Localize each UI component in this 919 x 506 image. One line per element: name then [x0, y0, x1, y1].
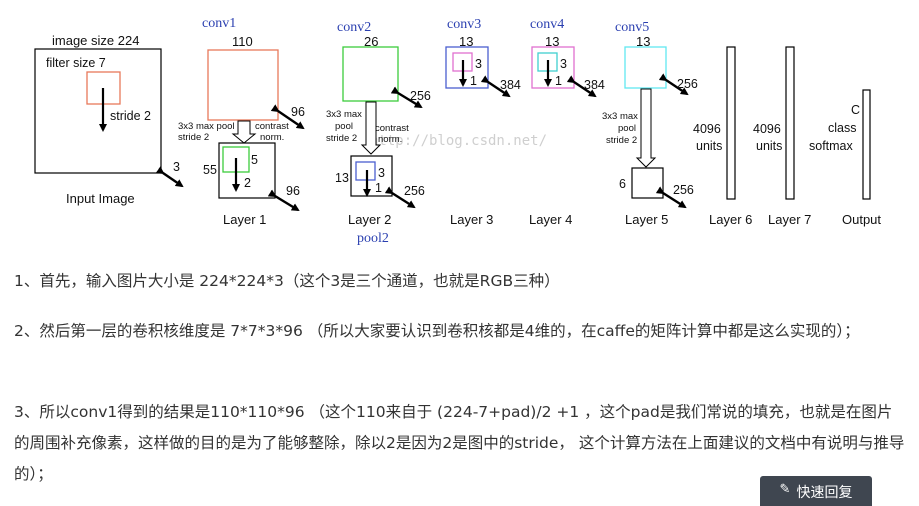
layer-6-caption: Layer 6 — [709, 212, 752, 227]
quick-reply-label: 快速回复 — [796, 485, 853, 501]
pool1-depth-label: 96 — [286, 184, 300, 198]
pool2-filter-box — [355, 161, 376, 181]
layer-7-caption: Layer 7 — [768, 212, 811, 227]
conv1-size-label: 110 — [232, 34, 253, 49]
output-units-label: C class softmax — [809, 103, 864, 153]
pool5-size-label: 6 — [619, 177, 626, 191]
conv2-box — [342, 46, 399, 102]
conv4-name: conv4 — [530, 17, 564, 32]
conv2-name: conv2 — [337, 20, 371, 35]
pool2-stride-label: 1 — [375, 181, 382, 195]
input-layer: image size 224 filter size 7 stride 2 3 … — [34, 33, 184, 206]
pool1-stride-label: 2 — [244, 176, 251, 190]
layer-5: conv5 13 256 3x3 max pool stride 2 6 256… — [602, 20, 698, 227]
conv4-stride-label: 1 — [555, 74, 562, 88]
layer-4: conv4 13 3 1 384 Layer 4 — [529, 17, 605, 227]
layer-7: 4096 units Layer 7 — [753, 46, 811, 227]
conv3-size-label: 13 — [459, 34, 473, 49]
conv1-pool-note: 3x3 max pool stride 2 — [178, 121, 237, 143]
conv2-depth-label: 256 — [410, 89, 431, 103]
conv1-depth-label: 96 — [291, 105, 305, 119]
conv5-size-label: 13 — [636, 34, 650, 49]
fc7-units-label: 4096 units — [753, 122, 784, 153]
explanation-paragraph-3: 3、所以conv1得到的结果是110*110*96 （这个110来自于 (224… — [14, 403, 905, 483]
conv4-filter-label: 3 — [560, 57, 567, 71]
layer-3: conv3 13 3 1 384 Layer 3 — [445, 17, 521, 227]
layer-4-caption: Layer 4 — [529, 212, 572, 227]
layer-2-caption: Layer 2 — [348, 212, 391, 227]
conv3-depth-label: 384 — [500, 78, 521, 92]
conv5-box — [624, 46, 667, 89]
conv5-depth-label: 256 — [677, 77, 698, 91]
pool2-filter-label: 3 — [378, 166, 385, 180]
quick-reply-button[interactable]: ✎ 快速回复 — [760, 476, 872, 506]
output-layer: C class softmax Output — [809, 89, 881, 227]
layer-2: conv2 26 256 3x3 max pool stride 2 contr… — [326, 20, 431, 246]
conv1-box — [207, 49, 279, 121]
pool1-size-label: 55 — [203, 163, 217, 177]
pool5-depth-label: 256 — [673, 183, 694, 197]
pencil-icon: ✎ — [779, 482, 791, 497]
explanation-paragraph-2: 2、然后第一层的卷积核维度是 7*7*3*96 （所以大家要认识到卷积核都是4维… — [14, 322, 860, 340]
conv4-depth-label: 384 — [584, 78, 605, 92]
pool2-depth-label: 256 — [404, 184, 425, 198]
watermark: http://blog.csdn.net/ — [370, 133, 547, 149]
input-size-label: image size 224 — [52, 33, 139, 48]
conv4-box — [531, 46, 575, 89]
conv2-size-label: 26 — [364, 34, 378, 49]
alexnet-architecture-diagram: http://blog.csdn.net/ image size 224 fil… — [34, 16, 881, 246]
conv1-name: conv1 — [202, 16, 236, 31]
conv3-name: conv3 — [447, 17, 481, 32]
conv5-pool-note: 3x3 max pool stride 2 — [602, 111, 641, 146]
conv2-norm-note: contrast norm. — [375, 123, 411, 145]
pool1-filter-label: 5 — [251, 153, 258, 167]
explanation-paragraph-1: 1、首先，输入图片大小是 224*224*3（这个3是三个通道，也就是RGB三种… — [14, 272, 560, 290]
conv5-name: conv5 — [615, 20, 649, 35]
pool2-size-label: 13 — [335, 171, 349, 185]
fc6-units-label: 4096 units — [693, 122, 724, 153]
output-caption: Output — [842, 212, 881, 227]
input-filter-label: filter size 7 — [46, 56, 106, 70]
input-caption: Input Image — [66, 191, 135, 206]
input-depth-label: 3 — [173, 160, 180, 174]
pool2-name: pool2 — [357, 231, 389, 246]
conv2-pool-note: 3x3 max pool stride 2 — [326, 109, 365, 144]
conv3-box — [445, 46, 489, 89]
layer-1: conv1 110 96 3x3 max pool stride 2 contr… — [178, 16, 305, 227]
layer-3-caption: Layer 3 — [450, 212, 493, 227]
layer-1-caption: Layer 1 — [223, 212, 266, 227]
layer-6: 4096 units Layer 6 — [693, 46, 752, 227]
input-stride-label: stride 2 — [110, 109, 151, 123]
conv1-norm-note: contrast norm. — [255, 121, 291, 143]
conv4-size-label: 13 — [545, 34, 559, 49]
conv3-filter-label: 3 — [475, 57, 482, 71]
layer-5-caption: Layer 5 — [625, 212, 668, 227]
conv3-stride-label: 1 — [470, 74, 477, 88]
